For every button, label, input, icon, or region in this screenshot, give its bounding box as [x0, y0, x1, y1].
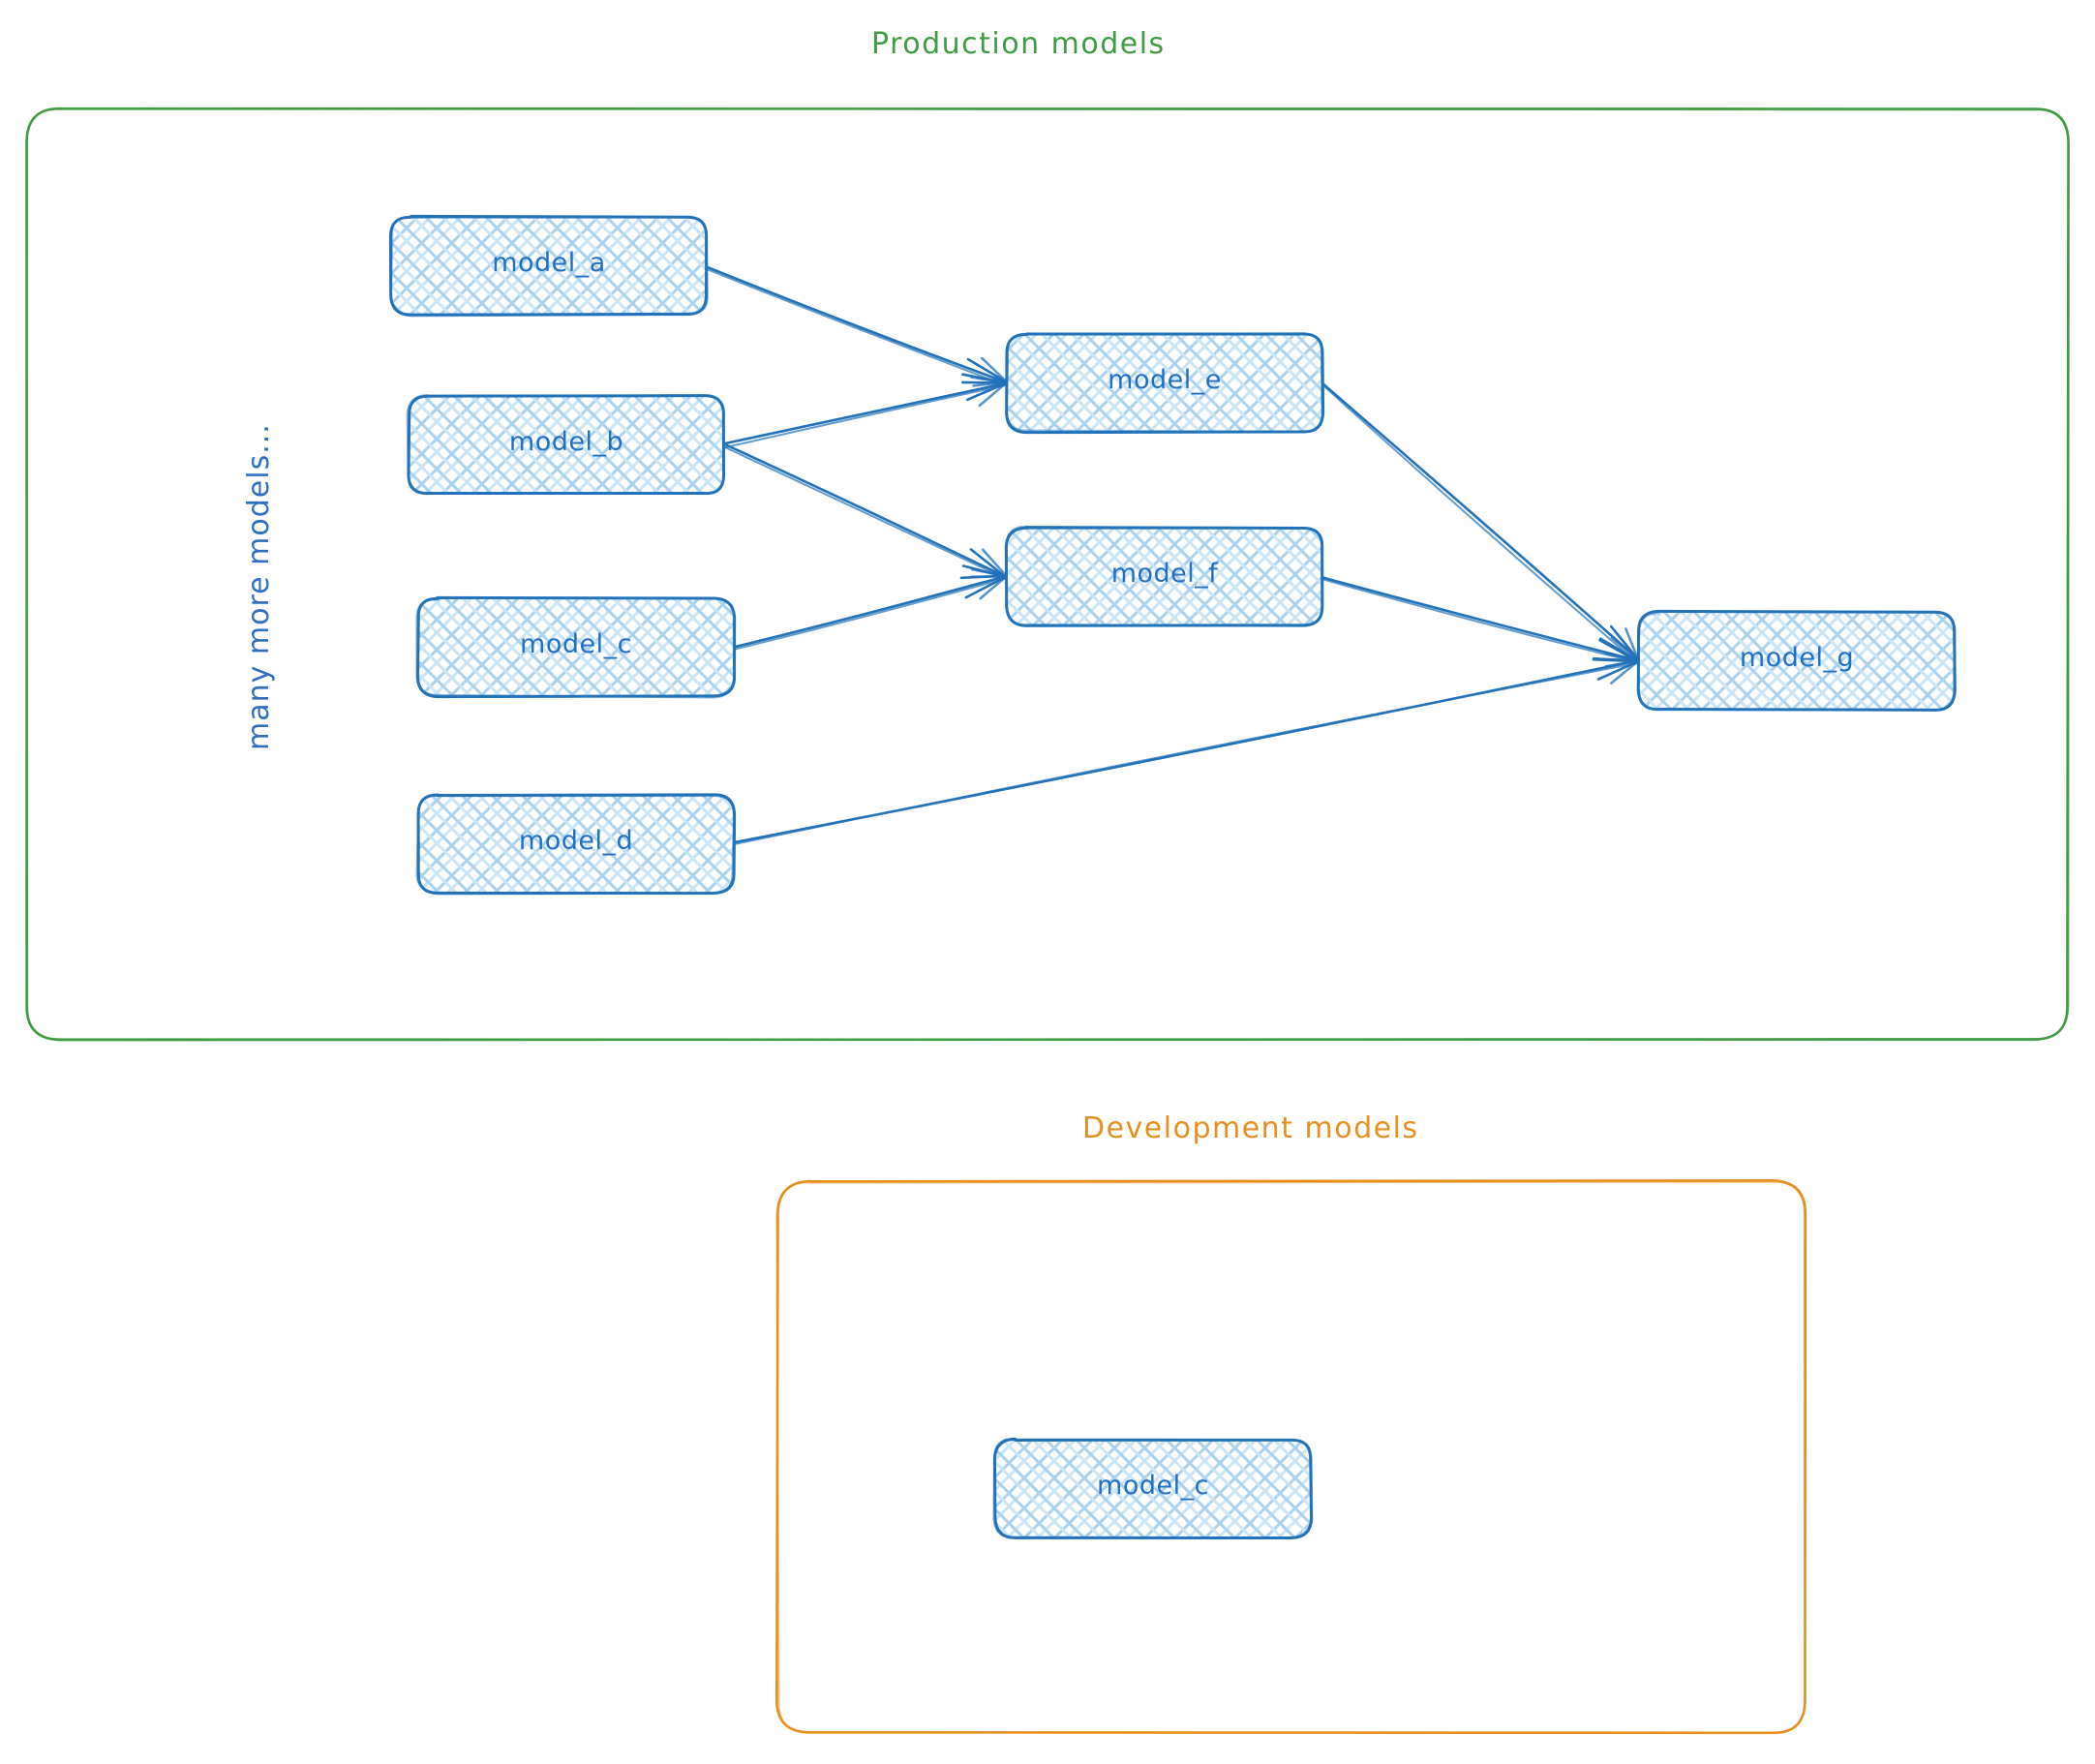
group-containers — [25, 106, 2070, 1735]
side-note-many-more-models: many more models... — [242, 423, 276, 750]
node-model_g[interactable] — [1636, 609, 1957, 712]
edge-model_d-to-model_g — [731, 652, 1642, 846]
edge-model_c-to-model_f — [732, 567, 1010, 651]
edge-model_f-to-model_g — [1321, 576, 1642, 668]
edges — [705, 265, 1642, 846]
edge-model_e-to-model_g — [1321, 381, 1642, 665]
node-model_e[interactable] — [1005, 332, 1325, 435]
node-model_c_dev[interactable] — [992, 1437, 1314, 1540]
node-model_a[interactable] — [388, 214, 709, 318]
group-title-production: Production models — [871, 27, 1166, 61]
group-container-production — [25, 106, 2070, 1042]
edge-model_b-to-model_f — [723, 442, 1010, 581]
group-title-development: Development models — [1082, 1111, 1419, 1145]
edge-model_a-to-model_e — [705, 265, 1009, 387]
node-model_f[interactable] — [1004, 525, 1324, 627]
group-container-development — [775, 1179, 1807, 1735]
edge-model_b-to-model_e — [721, 376, 1009, 449]
nodes — [388, 214, 1957, 1540]
node-model_b[interactable] — [406, 393, 725, 496]
node-model_d[interactable] — [415, 793, 737, 896]
node-model_c[interactable] — [415, 595, 737, 699]
